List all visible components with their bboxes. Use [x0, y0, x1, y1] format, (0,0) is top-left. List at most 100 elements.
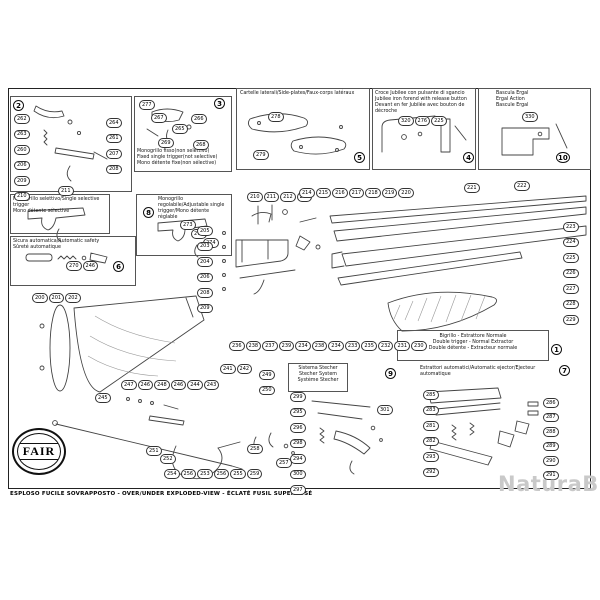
section-9-box: [288, 363, 348, 392]
part-label: 258: [247, 444, 263, 454]
fixed-trigger-title: Monogrillo fisso(non selettivo) Fixed si…: [137, 149, 218, 166]
ergal-action-sketch: [501, 123, 568, 156]
part-label: 301: [377, 405, 393, 415]
section-4-badge: 4: [463, 152, 474, 163]
section-10-badge: 10: [556, 152, 570, 163]
small-screws-sketch: [126, 397, 185, 426]
part-label: 236: [229, 341, 245, 351]
part-label: 220: [398, 188, 414, 198]
part-label: 266: [191, 114, 207, 124]
part-label: 288: [543, 427, 559, 437]
cleaning-rod-sketch: [52, 420, 243, 470]
part-label: 295: [290, 407, 306, 417]
part-label: 290: [543, 456, 559, 466]
part-label: 203: [197, 241, 213, 251]
part-label: 254: [164, 469, 180, 479]
caption-bar: ESPLOSO FUCILE SOVRAPPOSTO - OVER/UNDER …: [10, 491, 313, 497]
part-label: 226: [563, 268, 579, 278]
stecher-title: Sistema Stecher Stecher System Système S…: [297, 366, 339, 383]
part-label: 250: [259, 385, 275, 395]
part-label: 210: [14, 191, 30, 201]
part-label: 239: [278, 341, 295, 351]
part-label: 247: [121, 380, 137, 390]
part-label: 264: [106, 118, 122, 128]
part-label: 246: [170, 380, 187, 390]
section-5-badge: 5: [354, 152, 365, 163]
adjustable-trigger-title: Monogrillo regolabile/Adjustable single …: [158, 197, 225, 220]
part-label: 229: [563, 315, 579, 325]
part-label: 237: [262, 341, 278, 351]
part-label: 298: [290, 438, 306, 448]
part-label: 243: [203, 380, 220, 390]
part-label: 273: [180, 220, 196, 230]
section-6-box: [10, 236, 136, 286]
part-label: 245: [95, 393, 111, 403]
part-cluster-s2-left: 262 263 260 206 209 210: [14, 114, 30, 201]
ergal-title: Bascula Ergal Ergal Action Bascule Ergal: [496, 91, 529, 108]
side-plates-sketch: [247, 113, 347, 155]
part-label: 217: [348, 188, 365, 198]
part-label: 209: [14, 176, 30, 186]
part-label: 221: [464, 183, 480, 193]
part-label: 261: [106, 133, 122, 143]
part-label: 262: [14, 114, 30, 124]
part-label: 238: [311, 341, 328, 351]
receiver-sketch: [222, 204, 321, 295]
part-label: 228: [563, 299, 579, 309]
part-label: 234: [295, 341, 311, 351]
part-label: 232: [377, 341, 394, 351]
jubilee-title: Croce Jubilee con pulsante di sgancio Ju…: [375, 91, 467, 114]
part-label: 212: [280, 192, 296, 202]
part-label: 263: [14, 129, 30, 139]
part-label: 293: [423, 452, 439, 462]
part-label: 216: [332, 188, 348, 198]
part-label: 283: [423, 405, 439, 415]
section-10-box: [478, 88, 591, 170]
part-label: 204: [197, 257, 213, 267]
part-label: 235: [361, 341, 377, 351]
section-8-box: [136, 194, 232, 256]
part-label: 255: [230, 469, 246, 479]
part-label: 211: [263, 192, 280, 202]
part-label: 208: [106, 164, 122, 174]
part-label: 268: [193, 140, 209, 150]
part-label: 246: [137, 380, 154, 390]
part-label: 282: [423, 436, 439, 446]
part-label: 234: [328, 341, 344, 351]
barrels-sketch: [329, 195, 587, 286]
part-label: 330: [522, 112, 538, 122]
part-label: 225: [563, 253, 579, 263]
part-label: 230: [411, 341, 427, 351]
section-1-badge: 1: [551, 344, 562, 355]
part-label: 214: [299, 188, 315, 198]
part-label: 297: [290, 485, 306, 495]
part-label: 238: [245, 341, 262, 351]
part-label: 276: [414, 116, 431, 126]
stock-sketch: [39, 295, 205, 393]
part-label: 281: [423, 421, 439, 431]
part-label: 259: [246, 469, 263, 479]
part-label: 252: [160, 454, 176, 464]
part-label: 253: [197, 469, 213, 479]
naturabuy-watermark: NaturaBuy: [498, 472, 600, 496]
part-label: 210: [247, 192, 263, 202]
part-label: 294: [290, 454, 306, 464]
part-label: 206: [14, 160, 30, 170]
part-label: 299: [290, 392, 306, 402]
part-label: 260: [14, 145, 30, 155]
section-6-badge: 6: [113, 261, 124, 272]
part-label: 291: [543, 470, 559, 480]
side-plates-title: Cartelle laterali/Side-plates/Faux-corps…: [240, 91, 355, 96]
part-label: 320: [398, 116, 414, 126]
part-label: 251: [146, 446, 162, 456]
